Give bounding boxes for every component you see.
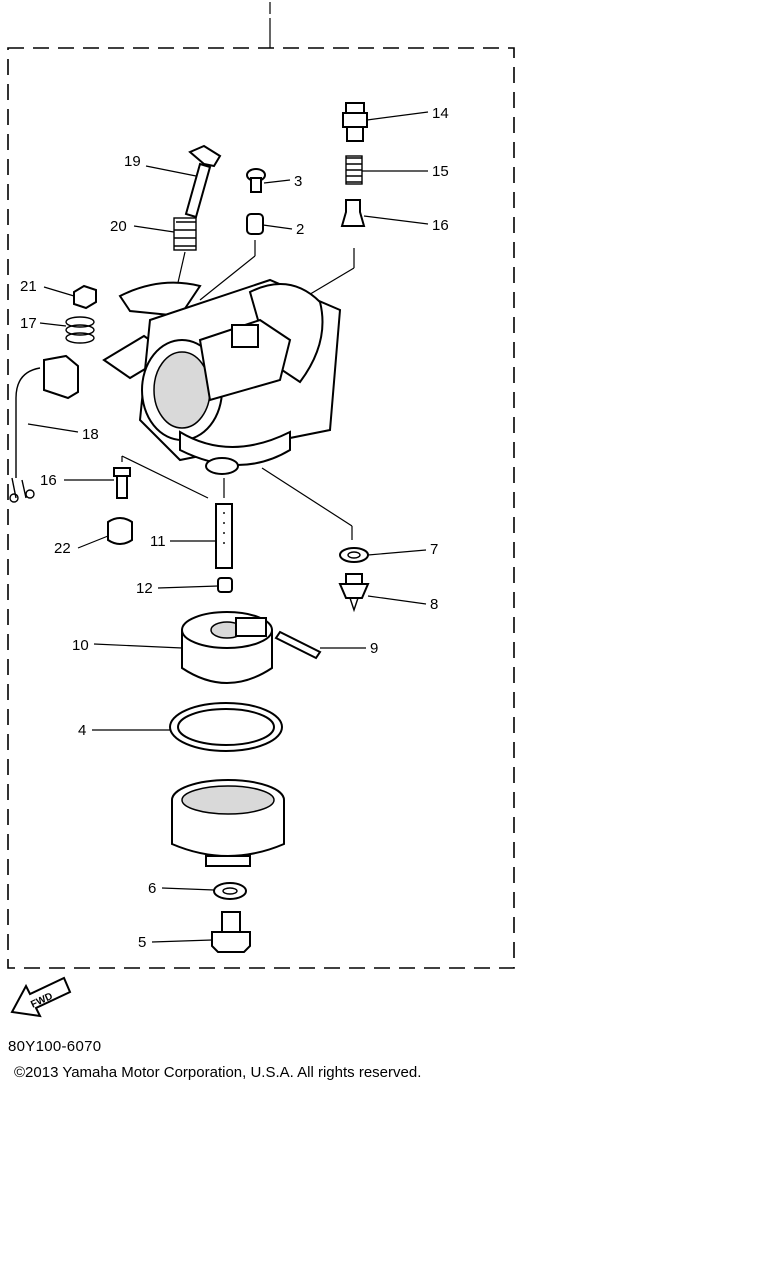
part-15-plunger xyxy=(340,199,429,227)
part-11-needle-jet xyxy=(170,478,233,569)
callout-label-22: 22 xyxy=(54,540,71,557)
float-bowl xyxy=(171,779,285,867)
callout-label-7: 7 xyxy=(430,541,438,558)
part-3-screw xyxy=(246,168,291,193)
callout-label-13: 14 xyxy=(432,105,449,122)
part-19-adjuster xyxy=(145,144,222,219)
callout-label-14: 15 xyxy=(432,163,449,180)
callout-label-4: 4 xyxy=(78,722,86,739)
callout-label-8: 8 xyxy=(430,596,438,613)
part-21-nut xyxy=(43,284,97,310)
callout-label-6: 6 xyxy=(148,880,156,897)
part-4-gasket xyxy=(92,702,283,752)
assembly-boundary xyxy=(7,47,515,969)
part-12-jet xyxy=(157,577,233,593)
part-2-cap xyxy=(199,213,293,301)
callout-label-11: 11 xyxy=(150,533,166,550)
callout-label-21: 21 xyxy=(20,278,37,295)
callout-label-9: 9 xyxy=(370,640,378,657)
copyright-notice: ©2013 Yamaha Motor Corporation, U.S.A. A… xyxy=(14,1064,422,1081)
part-16-screw xyxy=(64,455,209,499)
callout-label-19: 19 xyxy=(124,153,141,170)
callout-label-17: 17 xyxy=(20,315,37,332)
callout-label-10: 10 xyxy=(72,637,89,654)
part-7-washer xyxy=(261,467,427,563)
part-9-pin xyxy=(274,630,366,660)
part-5-drain-bolt xyxy=(151,911,251,953)
callout-labels: 14 15 16 19 3 20 2 21 17 18 16 16 16 17 … xyxy=(20,105,449,951)
callout-label-12: 12 xyxy=(136,580,153,597)
part-13-screw xyxy=(342,102,429,142)
callout-label-2: 2 xyxy=(296,221,304,238)
part-22-cap xyxy=(77,517,133,549)
callout-label-20: 20 xyxy=(110,218,127,235)
fwd-arrow-icon: FWD xyxy=(10,976,72,1018)
callout-label-15: 16 xyxy=(432,217,449,234)
callout-label-16-text: 16 xyxy=(40,472,57,489)
callout-label-3: 3 xyxy=(294,173,302,190)
carburetor-body xyxy=(102,278,342,475)
carburetor-exploded-diagram: 1 xyxy=(7,2,515,1018)
part-18-wire xyxy=(9,354,79,503)
callout-label-5: 5 xyxy=(138,934,146,951)
part-17-spring xyxy=(39,316,95,344)
callout-label-18: 18 xyxy=(82,426,99,443)
part-8-valve xyxy=(338,573,427,613)
part-code: 80Y100-6070 xyxy=(8,1038,102,1055)
part-14-spring xyxy=(345,155,428,185)
part-10-float xyxy=(93,611,273,684)
part-6-washer xyxy=(161,882,247,900)
